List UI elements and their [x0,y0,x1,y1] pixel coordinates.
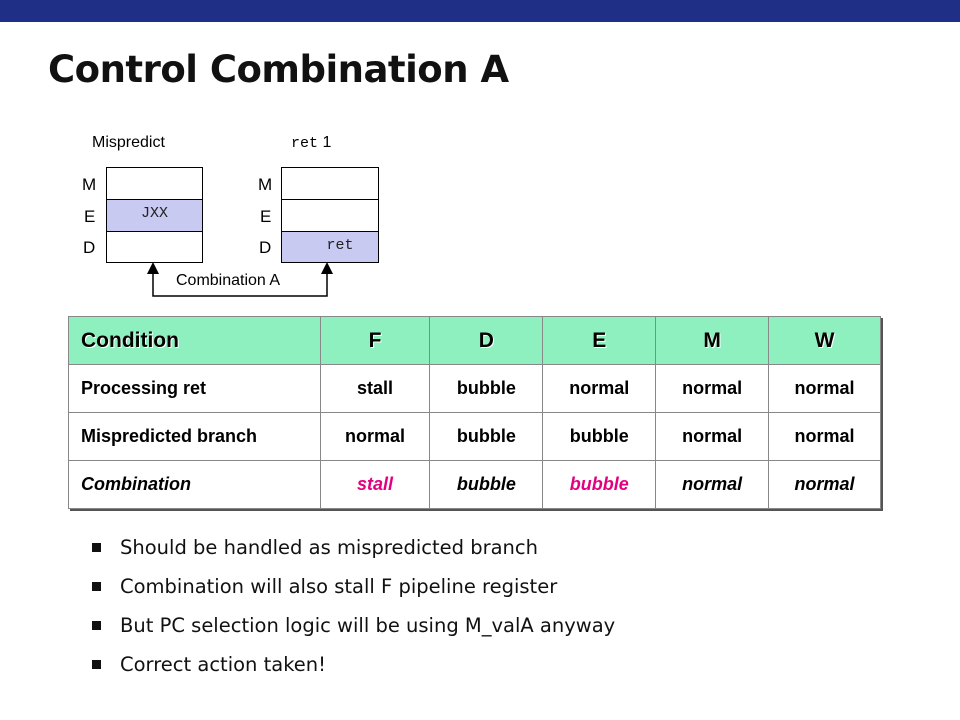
header-m: M [655,316,770,365]
cell-e: normal [542,364,657,413]
left-arrow-head [147,262,159,274]
right-register-e [281,199,379,232]
bullet-square-icon [92,582,101,591]
bullet-text: Should be handled as mispredicted branch [120,536,538,559]
table-row: Mispredicted branch normal bubble bubble… [68,412,881,461]
list-item: Correct action taken! [92,649,615,688]
bullet-text: But PC selection logic will be using M_v… [120,614,616,637]
cell-m: normal [655,460,770,509]
top-bar [0,0,960,22]
left-stage-d: D [83,238,96,257]
bullet-square-icon [92,660,101,669]
header-e: E [542,316,657,365]
cell-w: normal [768,460,881,509]
cell-d: bubble [429,460,544,509]
left-stage-e: E [84,207,96,226]
combination-a-label: Combination A [176,272,281,289]
ret-label-code: ret [291,135,319,152]
cell-m: normal [655,412,770,461]
header-w: W [768,316,881,365]
cell-f: stall [319,460,431,509]
mispredict-label: Mispredict [92,134,165,151]
control-table: Condition F D E M W Processing ret stall… [68,316,881,509]
header-f: F [319,316,431,365]
row-condition: Combination [68,460,321,509]
cell-f: stall [319,364,431,413]
right-stage-m: M [258,175,273,194]
cell-m: normal [655,364,770,413]
row-condition: Processing ret [68,364,321,413]
right-arrow-head [321,262,333,274]
bullet-square-icon [92,543,101,552]
table-header-row: Condition F D E M W [68,316,881,365]
ret-instruction: ret [326,237,354,254]
list-item: But PC selection logic will be using M_v… [92,610,615,649]
cell-d: bubble [429,412,544,461]
table-row-combination: Combination stall bubble bubble normal n… [68,460,881,509]
row-condition: Mispredicted branch [68,412,321,461]
bullet-text: Correct action taken! [120,653,326,676]
list-item: Combination will also stall F pipeline r… [92,571,615,610]
header-condition: Condition [68,316,321,365]
connector-line [152,272,328,297]
right-stage-e: E [260,207,272,226]
cell-w: normal [768,364,881,413]
ret-label: ret 1 [291,134,331,152]
slide-title: Control Combination A [48,48,509,91]
cell-w: normal [768,412,881,461]
right-stage-d: D [259,238,272,257]
table-row: Processing ret stall bubble normal norma… [68,364,881,413]
left-register-d [106,231,203,263]
cell-e: bubble [542,412,657,461]
cell-f: normal [319,412,431,461]
bullet-list: Should be handled as mispredicted branch… [92,532,615,688]
header-d: D [429,316,544,365]
cell-e: bubble [542,460,657,509]
right-register-d: ret [281,231,379,263]
right-register-m [281,167,379,200]
bullet-square-icon [92,621,101,630]
jxx-instruction: JXX [140,205,168,222]
ret-label-num: 1 [322,134,332,151]
cell-d: bubble [429,364,544,413]
left-stage-m: M [82,175,97,194]
list-item: Should be handled as mispredicted branch [92,532,615,571]
bullet-text: Combination will also stall F pipeline r… [120,575,558,598]
